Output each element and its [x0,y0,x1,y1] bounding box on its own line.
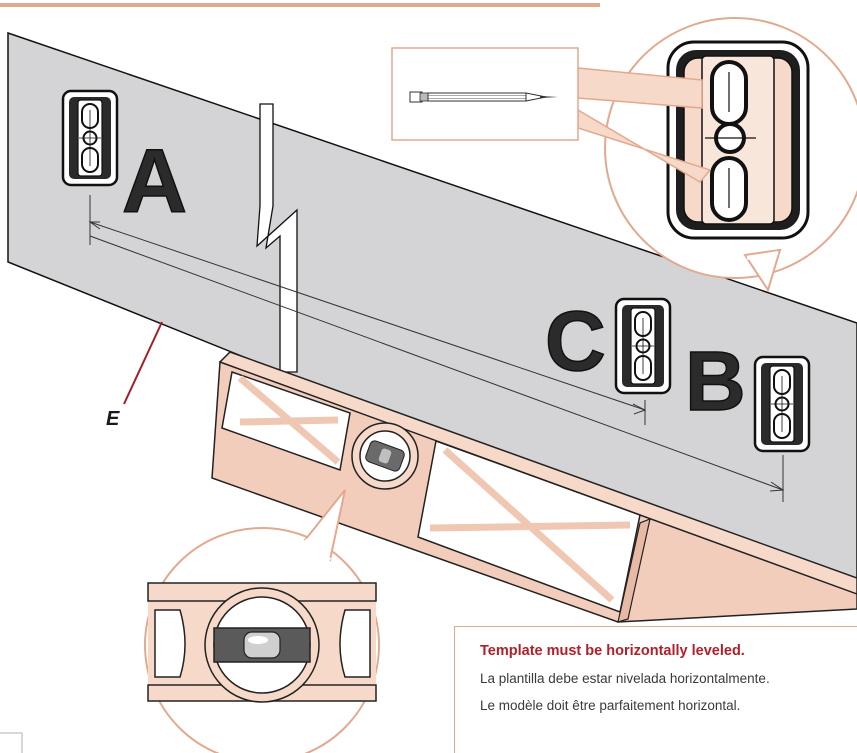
level-zoom-callout [144,489,380,753]
label-e-leader [123,321,163,405]
wall-panel [7,31,857,605]
instruction-note: Template must be horizontally leveled. L… [454,626,857,753]
pencil-callout [391,47,712,183]
corner-mark [0,732,23,753]
letter-a: A [122,132,187,232]
letter-c: C [545,294,606,388]
letter-b: B [685,334,746,428]
dimension-lines [88,195,785,502]
bracket-b [753,355,811,453]
note-french: Le modèle doit être parfaitement horizon… [480,698,741,713]
label-e: E [106,408,120,430]
bracket-a [61,89,119,187]
bracket-c [614,297,672,395]
note-english: Template must be horizontally leveled. [480,643,745,659]
pencil-icon [409,91,558,103]
spirit-level [211,351,857,623]
note-spanish: La plantilla debe estar nivelada horizon… [480,671,770,686]
